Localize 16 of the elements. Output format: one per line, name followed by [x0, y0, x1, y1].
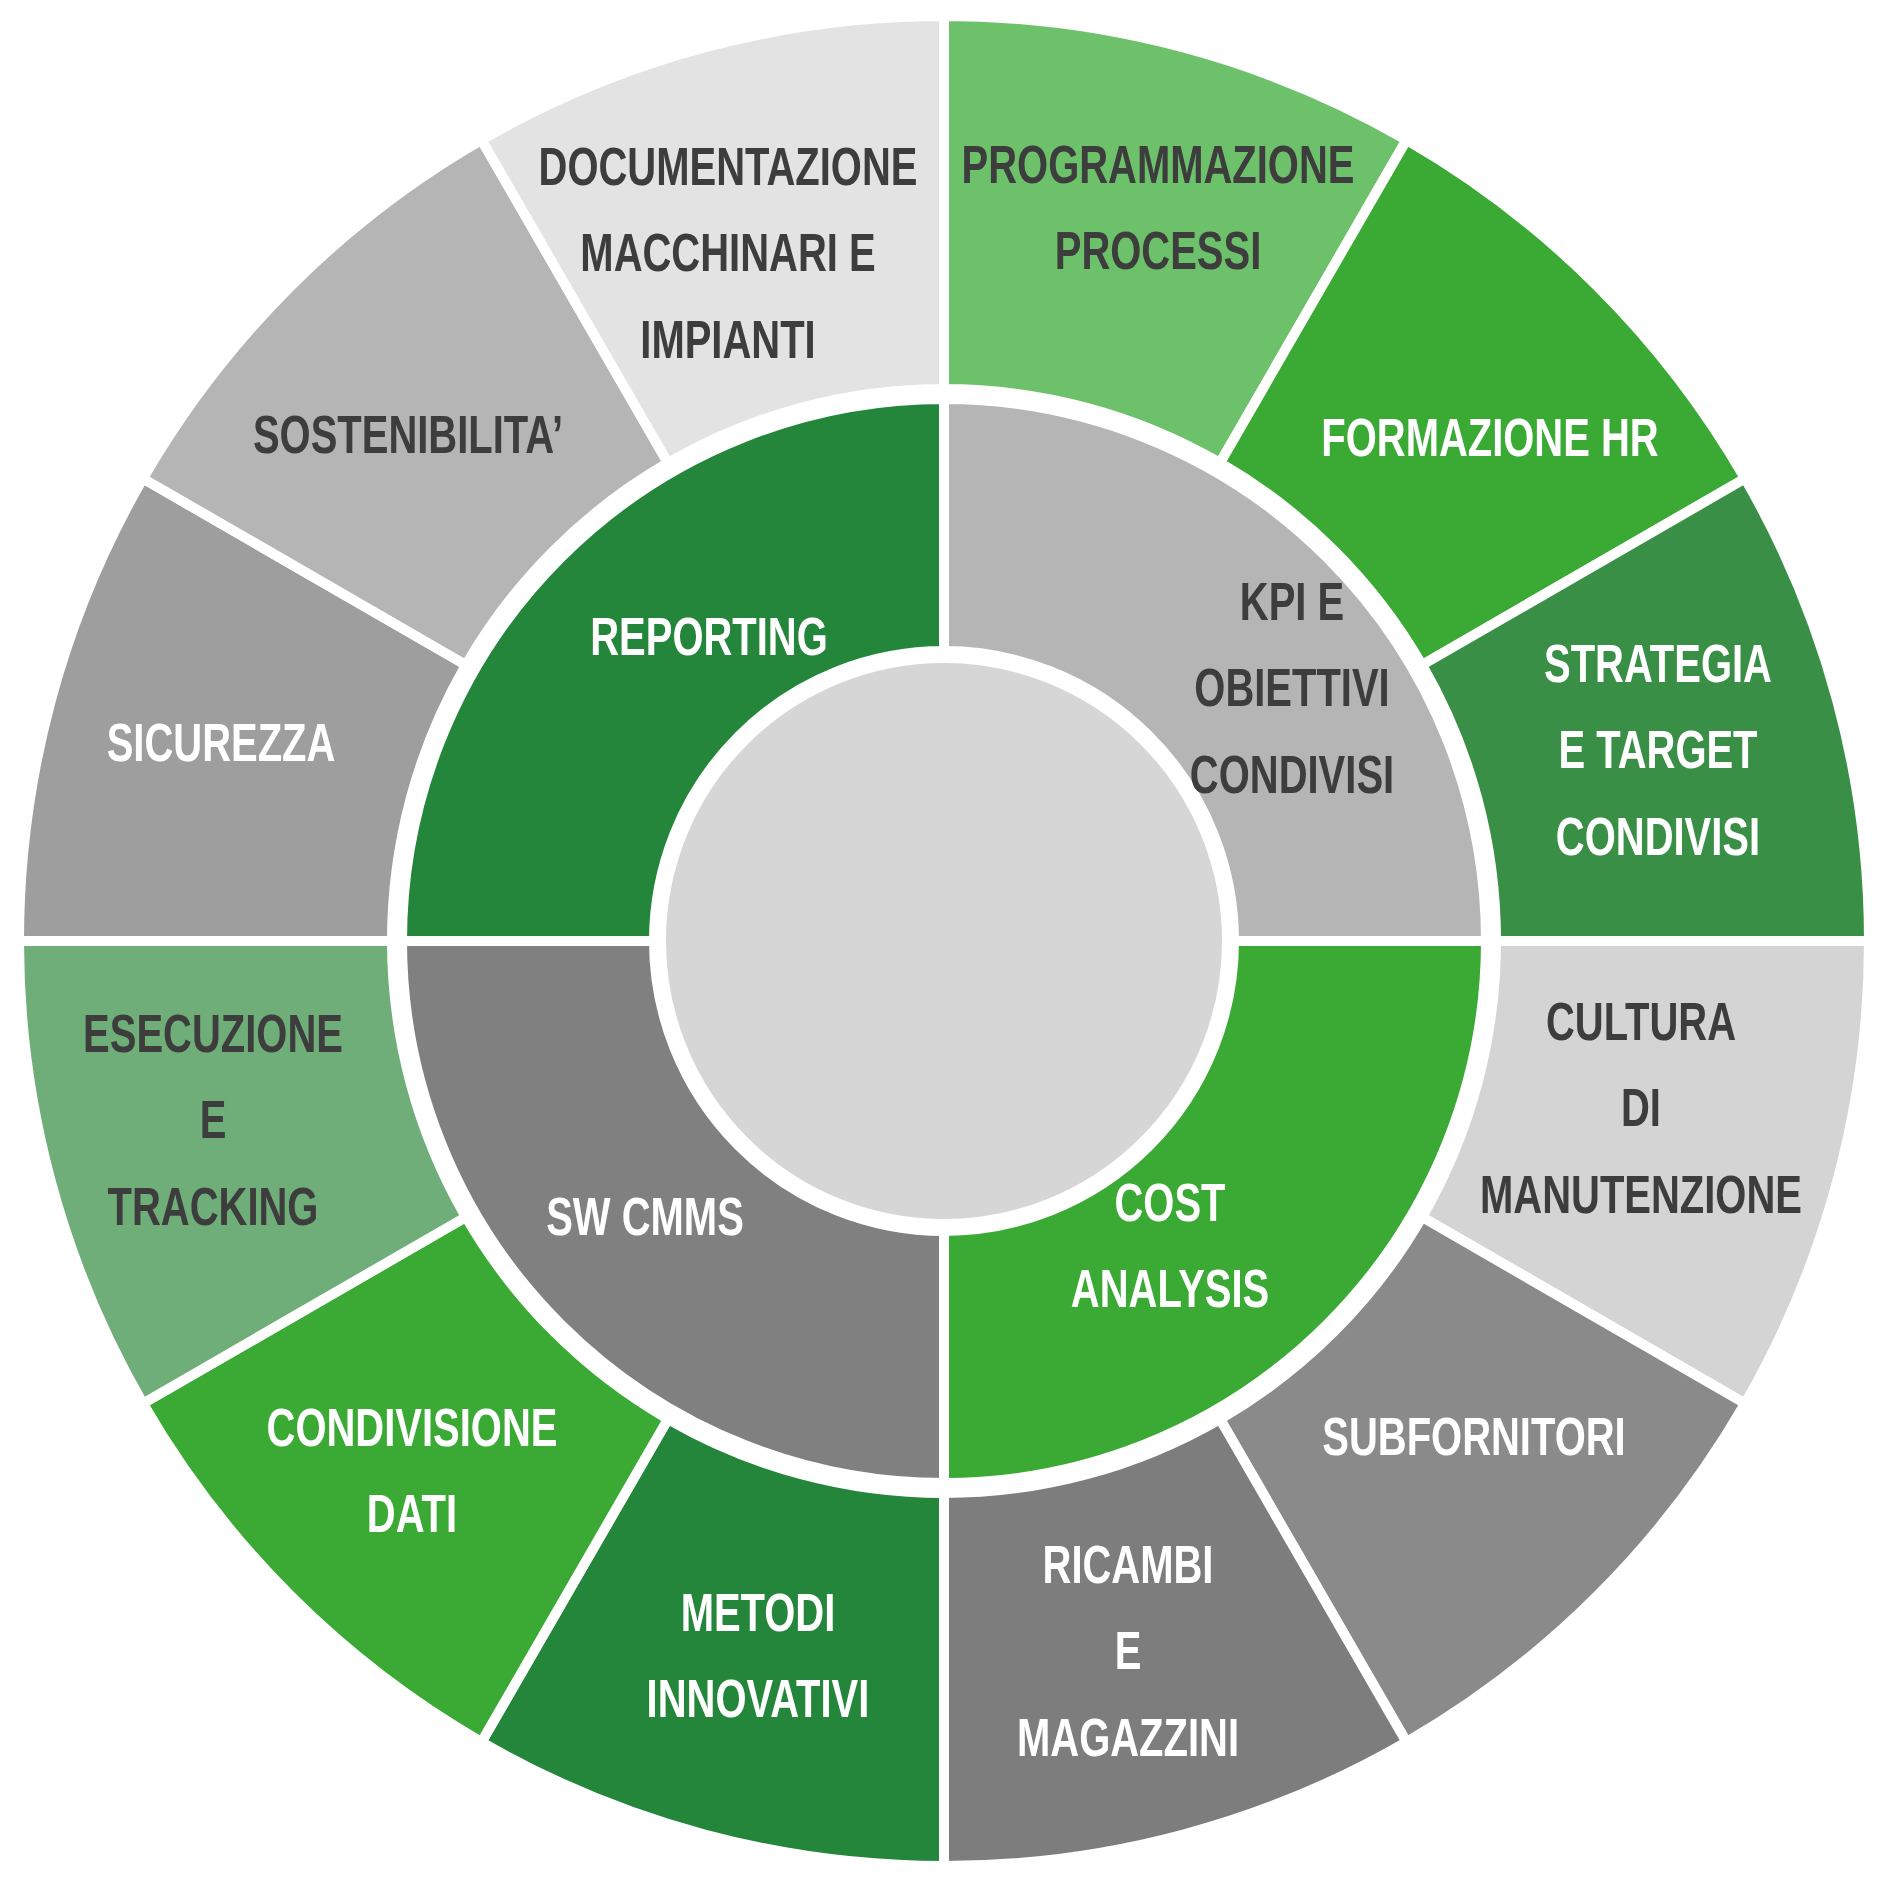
segment-label: RICAMBI E MAGAZZINI: [1017, 1533, 1239, 1770]
segment-label: METODI INNOVATIVI: [646, 1580, 870, 1730]
segment-label: PROGRAMMAZIONE PROCESSI: [961, 132, 1355, 282]
segment-label: REPORTING: [590, 604, 828, 668]
segment-label: KPI E OBIETTIVI CONDIVISI: [1189, 570, 1395, 807]
segment-label: SOSTENIBILITA’: [252, 402, 564, 466]
segment-label: FORMAZIONE HR: [1321, 405, 1659, 469]
segment-label: DOCUMENTAZIONE MACCHINARI E IMPIANTI: [538, 135, 918, 372]
segment-label: SICUREZZA: [106, 710, 336, 774]
segment-label: CULTURA DI MANUTENZIONE: [1480, 990, 1802, 1227]
segment-label: CONDIVISIONE DATI: [266, 1395, 558, 1545]
segment-label: STRATEGIA E TARGET CONDIVISI: [1544, 632, 1772, 869]
segment-label: SUBFORNITORI: [1322, 1404, 1626, 1468]
segment-label: ESECUZIONE E TRACKING: [83, 1002, 343, 1239]
segment-label: COST ANALYSIS: [1070, 1170, 1270, 1320]
segment-label: SW CMMS: [546, 1184, 744, 1248]
